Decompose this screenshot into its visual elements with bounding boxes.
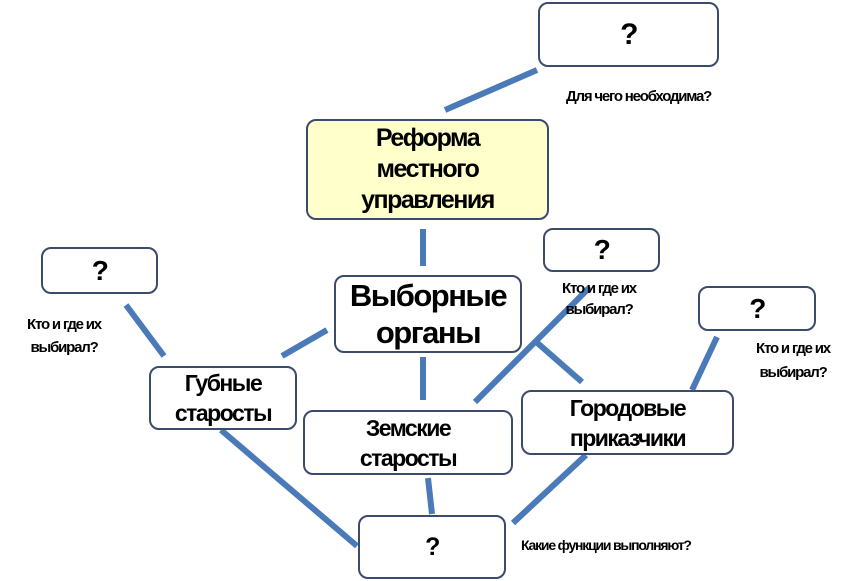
connector-gubnye-bottom [219, 427, 359, 549]
gorodovye-line-1: Городовые [569, 394, 687, 421]
connector-right-question-gorodovye [689, 335, 720, 392]
left-question-box: ? [41, 247, 158, 294]
who-elected-right-line-1: Кто и где их [756, 340, 831, 357]
connector-reform-top [443, 67, 539, 113]
zemskie-line-2: старосты [359, 444, 458, 471]
connector-left-question-gubnye [123, 303, 167, 358]
mid-question-mark: ? [593, 234, 611, 265]
right-question-mark: ? [749, 292, 766, 324]
gorodovye-prikazchiki-box: Городовые приказчики [521, 390, 734, 455]
gubnye-line-2: старосты [174, 400, 273, 426]
functions-text: Какие функции выполняют? [521, 537, 692, 553]
who-elected-right-line-2: выбирал? [759, 364, 827, 381]
who-elected-left-line-1: Кто и где их [27, 316, 102, 333]
functions-note: Какие функции выполняют? [521, 535, 692, 556]
left-question-mark: ? [91, 254, 109, 286]
who-elected-mid-line-1: Кто и где их [562, 280, 637, 297]
top-question-mark: ? [620, 17, 638, 51]
bottom-question-mark: ? [425, 532, 440, 561]
connector-elected-gubnye [280, 327, 329, 359]
why-needed-note: Для чего необходима? [566, 86, 712, 107]
elected-line-2: органы [375, 315, 482, 350]
bottom-question-box: ? [358, 515, 506, 579]
zemskie-line-1: Земские [365, 414, 452, 441]
top-question-box: ? [538, 2, 719, 67]
why-needed-text: Для чего необходима? [566, 88, 712, 105]
reform-line-1: Реформа [375, 124, 481, 152]
who-elected-mid-note: Кто и где их выбирал? [550, 278, 648, 320]
who-elected-left-note: Кто и где их выбирал? [12, 313, 116, 359]
mid-question-box: ? [543, 228, 660, 272]
elected-line-1: Выборные [349, 278, 508, 313]
who-elected-right-note: Кто и где их выбирал? [740, 337, 846, 385]
who-elected-mid-line-2: выбирал? [565, 301, 633, 318]
gorodovye-line-2: приказчики [569, 424, 687, 451]
elected-bodies-box: Выборные органы [334, 275, 522, 353]
gubnye-starosty-box: Губные старосты [149, 366, 297, 430]
right-question-box: ? [698, 286, 816, 331]
connector-gorodovye-bottom [510, 452, 589, 526]
connector-zemskie-bottom [425, 477, 435, 515]
zemskie-starosty-box: Земские старосты [303, 410, 513, 475]
gubnye-line-1: Губные [184, 370, 263, 396]
connector-mid-question-zemskie [472, 284, 593, 405]
reform-box: Реформа местного управления [306, 119, 549, 220]
reform-line-3: управления [361, 186, 495, 214]
reform-line-2: местного [376, 155, 480, 183]
connector-elected-gorodovye [532, 337, 584, 385]
who-elected-left-line-2: выбирал? [30, 339, 98, 356]
